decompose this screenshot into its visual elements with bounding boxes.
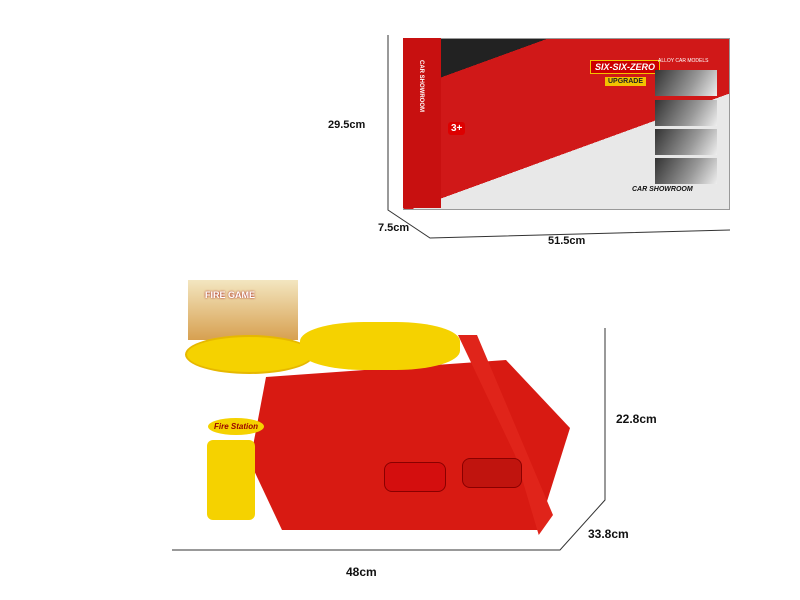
box-side-text: CAR SHOWROOM bbox=[418, 60, 424, 112]
toy-height-label: 22.8cm bbox=[616, 412, 657, 426]
fire-station-pillar bbox=[207, 440, 255, 520]
box-window bbox=[655, 129, 717, 155]
box-height-label: 29.5cm bbox=[328, 119, 366, 131]
box-depth-label: 7.5cm bbox=[378, 222, 410, 234]
middle-level bbox=[300, 322, 460, 370]
top-deck bbox=[185, 335, 314, 374]
toy-depth-label: 33.8cm bbox=[588, 527, 629, 541]
toy-width-label: 48cm bbox=[346, 565, 377, 579]
box-width-label: 51.5cm bbox=[548, 235, 586, 247]
alloy-label: ALLOY CAR MODELS bbox=[658, 58, 709, 64]
upgrade-badge: UPGRADE bbox=[605, 77, 647, 86]
toy-jeep bbox=[462, 458, 522, 488]
box-side bbox=[403, 38, 441, 208]
fire-station-sign: Fire Station bbox=[208, 418, 265, 435]
fire-game-poster bbox=[188, 280, 298, 340]
box-window bbox=[655, 100, 717, 126]
poster-text: FIRE GAME bbox=[205, 290, 256, 300]
product-name: CAR SHOWROOM bbox=[632, 186, 693, 193]
toy-car bbox=[384, 462, 446, 492]
box-window bbox=[655, 158, 717, 184]
age-badge: 3+ bbox=[448, 122, 466, 135]
box-window bbox=[655, 70, 717, 96]
brand-logo: SIX-SIX-ZERO bbox=[590, 60, 661, 74]
